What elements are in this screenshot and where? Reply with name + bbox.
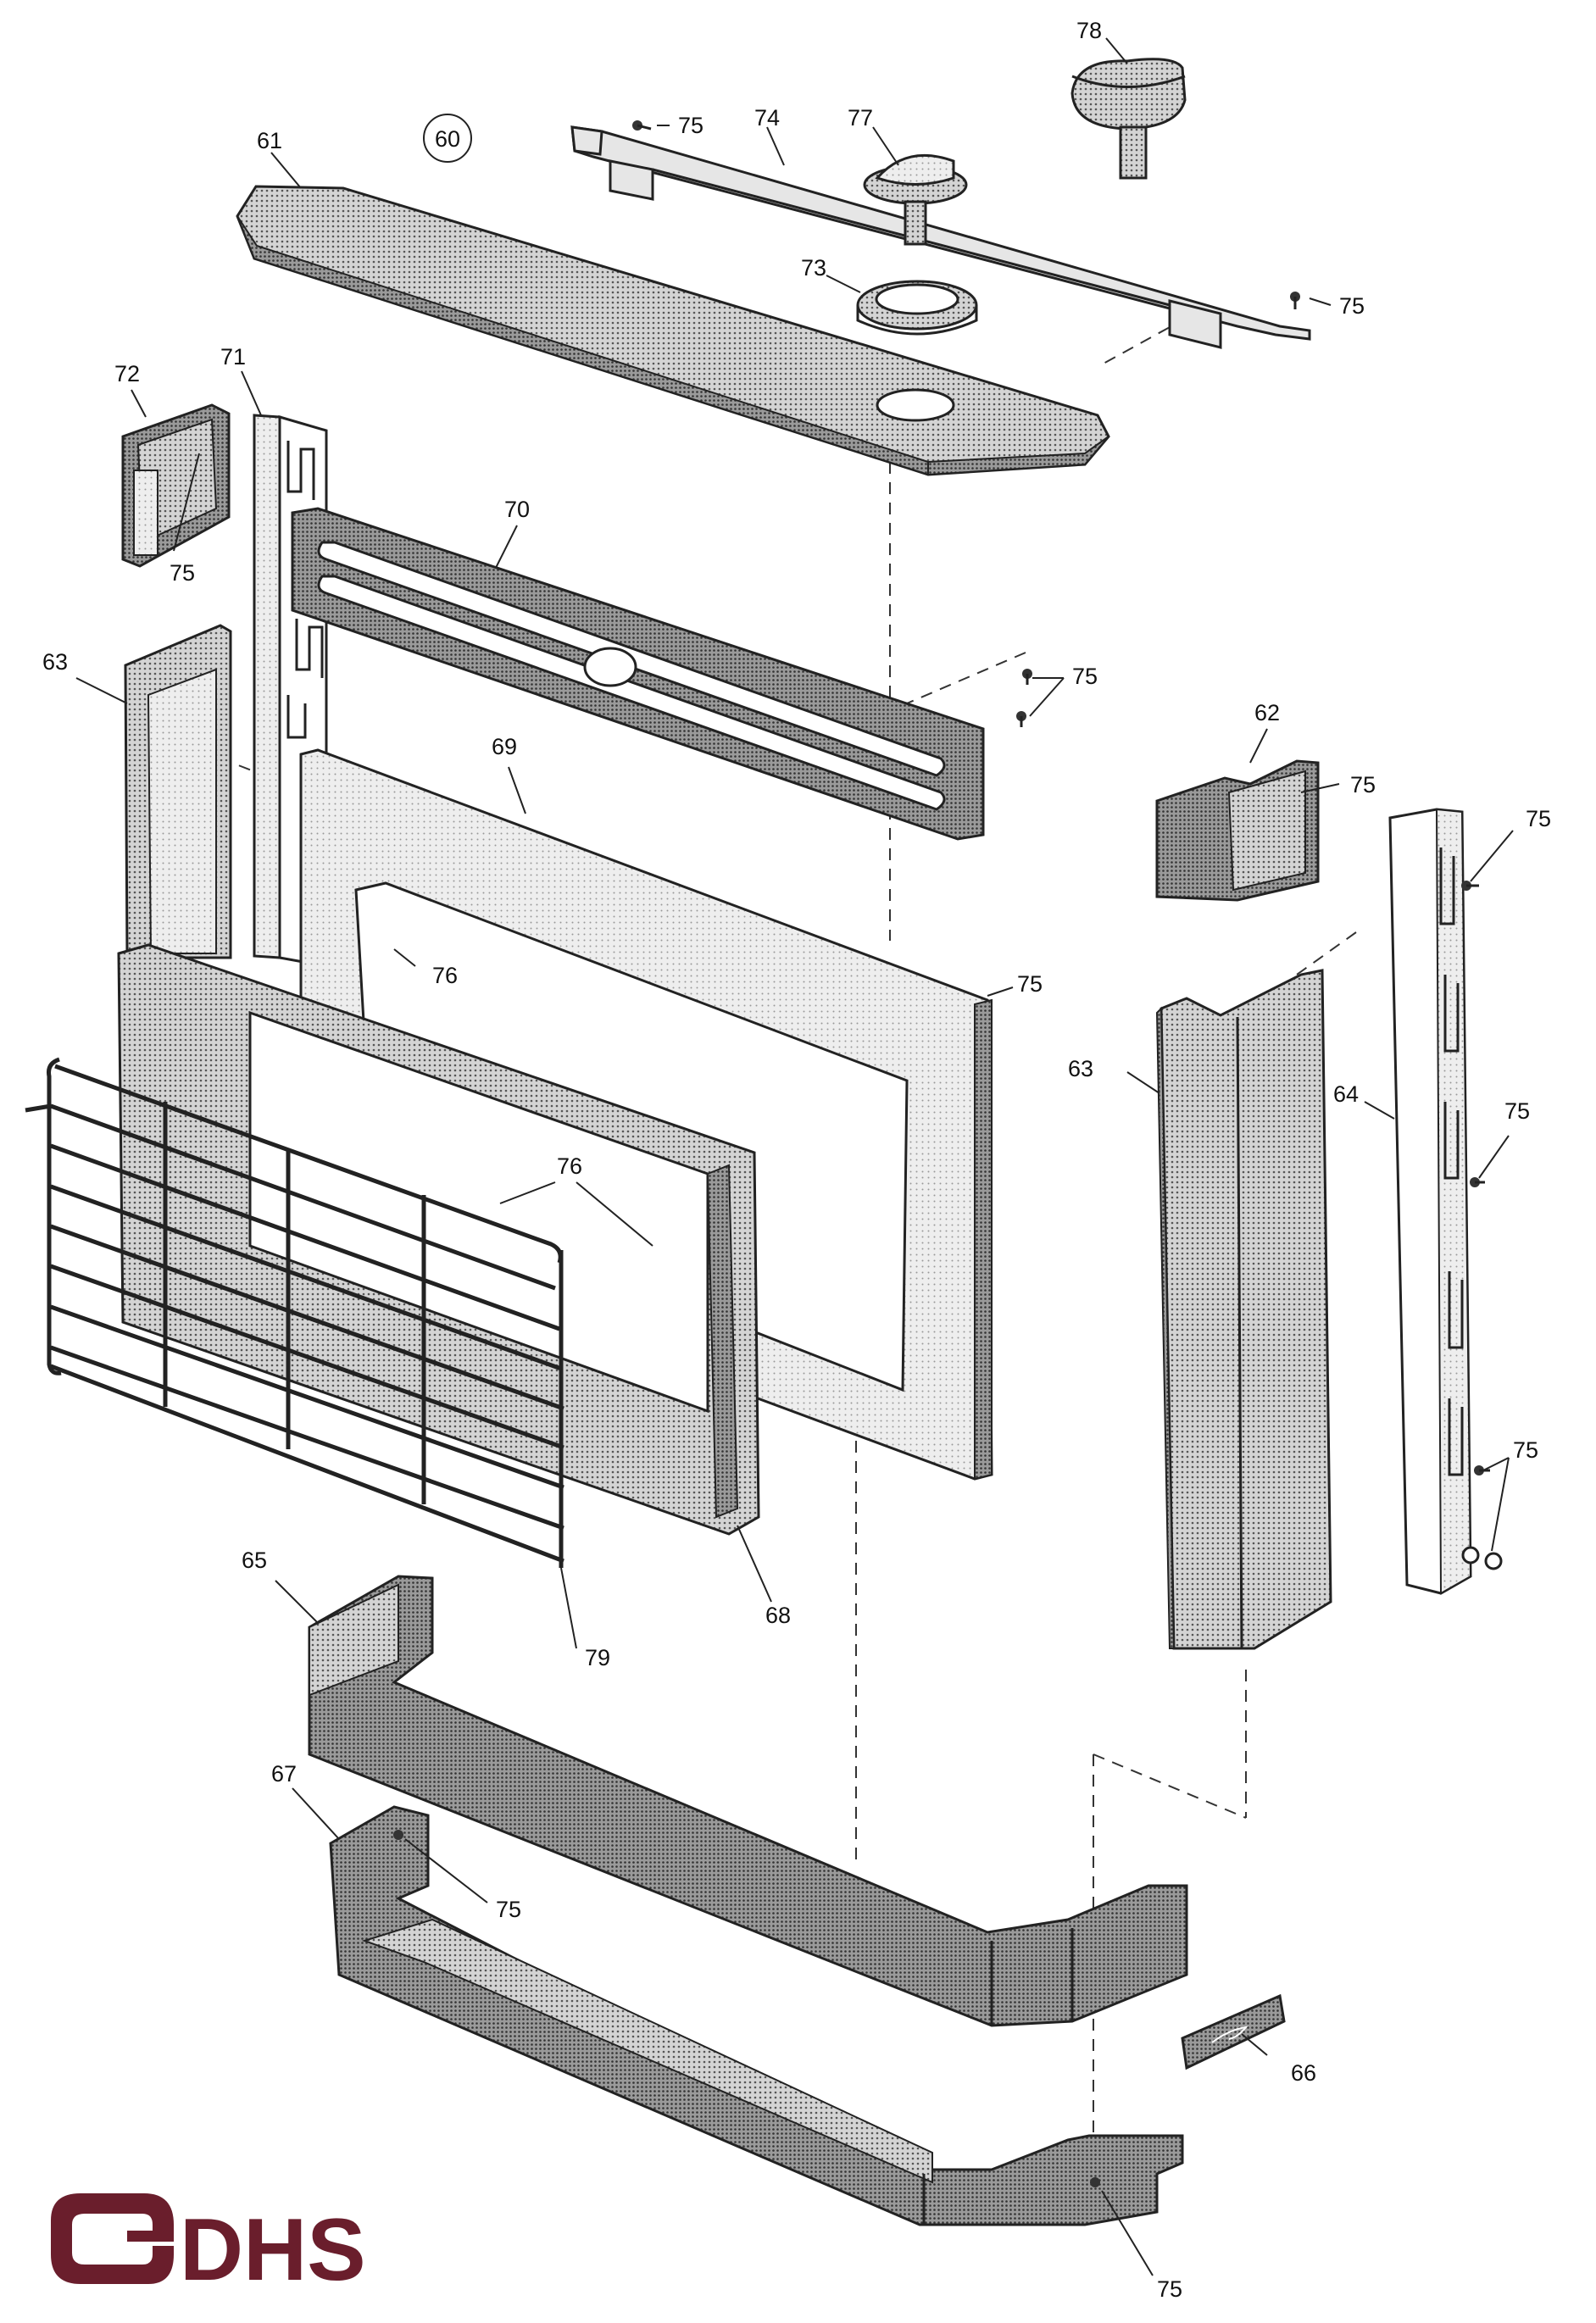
callout-60: 60 xyxy=(435,126,460,152)
dhs-logo: DHS xyxy=(51,2193,366,2299)
callout-64: 64 xyxy=(1333,1081,1359,1107)
part-63-right-channel xyxy=(1155,969,1332,1650)
part-63-left-channel xyxy=(124,624,232,959)
part-78-knob-cap xyxy=(1070,58,1187,180)
part-70-grille-bar xyxy=(291,507,985,841)
part-66-badge xyxy=(1181,1993,1286,2070)
callout-61: 61 xyxy=(257,128,282,153)
part-74-bracket-rail xyxy=(570,125,1311,349)
callout-75-strip-top: 75 xyxy=(1526,806,1551,831)
callout-73: 73 xyxy=(801,255,826,281)
callout-60-circle xyxy=(423,114,472,163)
callout-75-top-right: 75 xyxy=(1339,293,1365,319)
callout-75-strip-mid: 75 xyxy=(1504,1098,1530,1124)
part-68-front-frame xyxy=(117,943,760,1536)
callout-76-upper: 76 xyxy=(432,963,458,988)
callout-71: 71 xyxy=(220,344,246,370)
callout-75-rail: 75 xyxy=(496,1897,521,1922)
wire-guard-verticals xyxy=(47,1057,564,1568)
callout-75-grille: 75 xyxy=(1072,664,1098,689)
callout-77: 77 xyxy=(848,105,873,131)
part-73-grommet xyxy=(856,280,978,336)
callout-62: 62 xyxy=(1254,700,1280,725)
leader-lines xyxy=(75,37,1514,2276)
part-77-knob xyxy=(863,153,968,246)
screw-icon xyxy=(1016,711,1026,727)
callout-labels: 60 61 74 77 78 73 75 75 72 71 75 70 75 6… xyxy=(42,18,1551,2302)
part-79-wire-guard xyxy=(25,1057,564,1568)
dhs-logo-mark xyxy=(51,2193,174,2284)
screw-icon xyxy=(393,1830,403,1840)
part-64-right-slotted-strip xyxy=(1388,808,1472,1595)
callout-75-panel: 75 xyxy=(1017,971,1043,997)
callout-78: 78 xyxy=(1076,18,1102,43)
washer-icon xyxy=(1461,1546,1480,1564)
part-62-corner-bracket xyxy=(1155,759,1320,902)
callout-75-bracket: 75 xyxy=(170,560,195,586)
callout-63-right: 63 xyxy=(1068,1056,1093,1081)
screw-icon xyxy=(1022,669,1032,685)
callout-75-corner: 75 xyxy=(1350,772,1376,797)
washer-icon xyxy=(1484,1552,1503,1570)
callout-76-lower: 76 xyxy=(557,1153,582,1179)
part-65-lower-rail xyxy=(308,1575,1188,2027)
callout-75-top-left: 75 xyxy=(678,113,703,138)
screws xyxy=(393,120,1503,2187)
callout-66: 66 xyxy=(1291,2060,1316,2086)
callout-75-strip-bottom: 75 xyxy=(1513,1437,1538,1463)
screw-icon xyxy=(1461,881,1479,891)
callout-69: 69 xyxy=(492,734,517,759)
callout-63-left: 63 xyxy=(42,649,68,675)
screw-icon xyxy=(1290,292,1300,309)
callout-70: 70 xyxy=(504,497,530,522)
callout-67: 67 xyxy=(271,1761,297,1787)
callout-74: 74 xyxy=(754,105,780,131)
dhs-logo-text: DHS xyxy=(180,2201,366,2299)
callout-79: 79 xyxy=(585,1645,610,1670)
screw-icon xyxy=(1470,1177,1485,1187)
callout-65: 65 xyxy=(242,1548,267,1573)
screw-icon xyxy=(1474,1465,1490,1475)
callout-72: 72 xyxy=(114,361,140,386)
part-61-top-plate xyxy=(236,185,1110,476)
callout-75-bottom: 75 xyxy=(1157,2276,1182,2302)
screw-icon xyxy=(632,120,652,131)
screw-icon xyxy=(1090,2177,1100,2187)
callout-68: 68 xyxy=(765,1603,791,1628)
wire-guard-horizontals xyxy=(50,1064,564,1564)
part-72-small-bracket xyxy=(121,403,231,568)
